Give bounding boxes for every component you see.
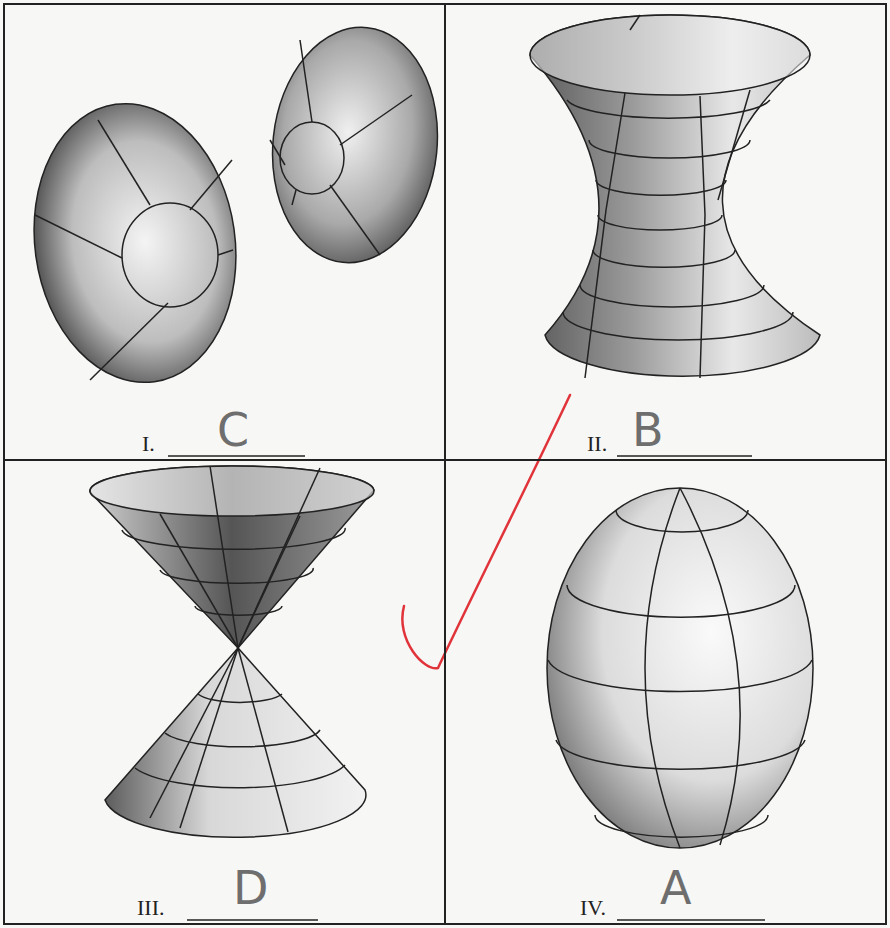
- answer-cell: II. B: [444, 3, 887, 461]
- handwritten-answer: C: [217, 403, 249, 457]
- answer-cell: III. D: [3, 459, 446, 925]
- roman-numeral: I.: [142, 431, 155, 457]
- roman-numeral: III.: [137, 895, 164, 921]
- handwritten-answer: A: [660, 861, 691, 915]
- answer-cell: IV. A: [444, 459, 887, 925]
- handwritten-answer: B: [632, 403, 664, 457]
- roman-numeral: IV.: [580, 895, 606, 921]
- handwritten-answer: D: [233, 861, 268, 915]
- roman-numeral: II.: [587, 431, 607, 457]
- answer-cell: I. C: [3, 3, 446, 461]
